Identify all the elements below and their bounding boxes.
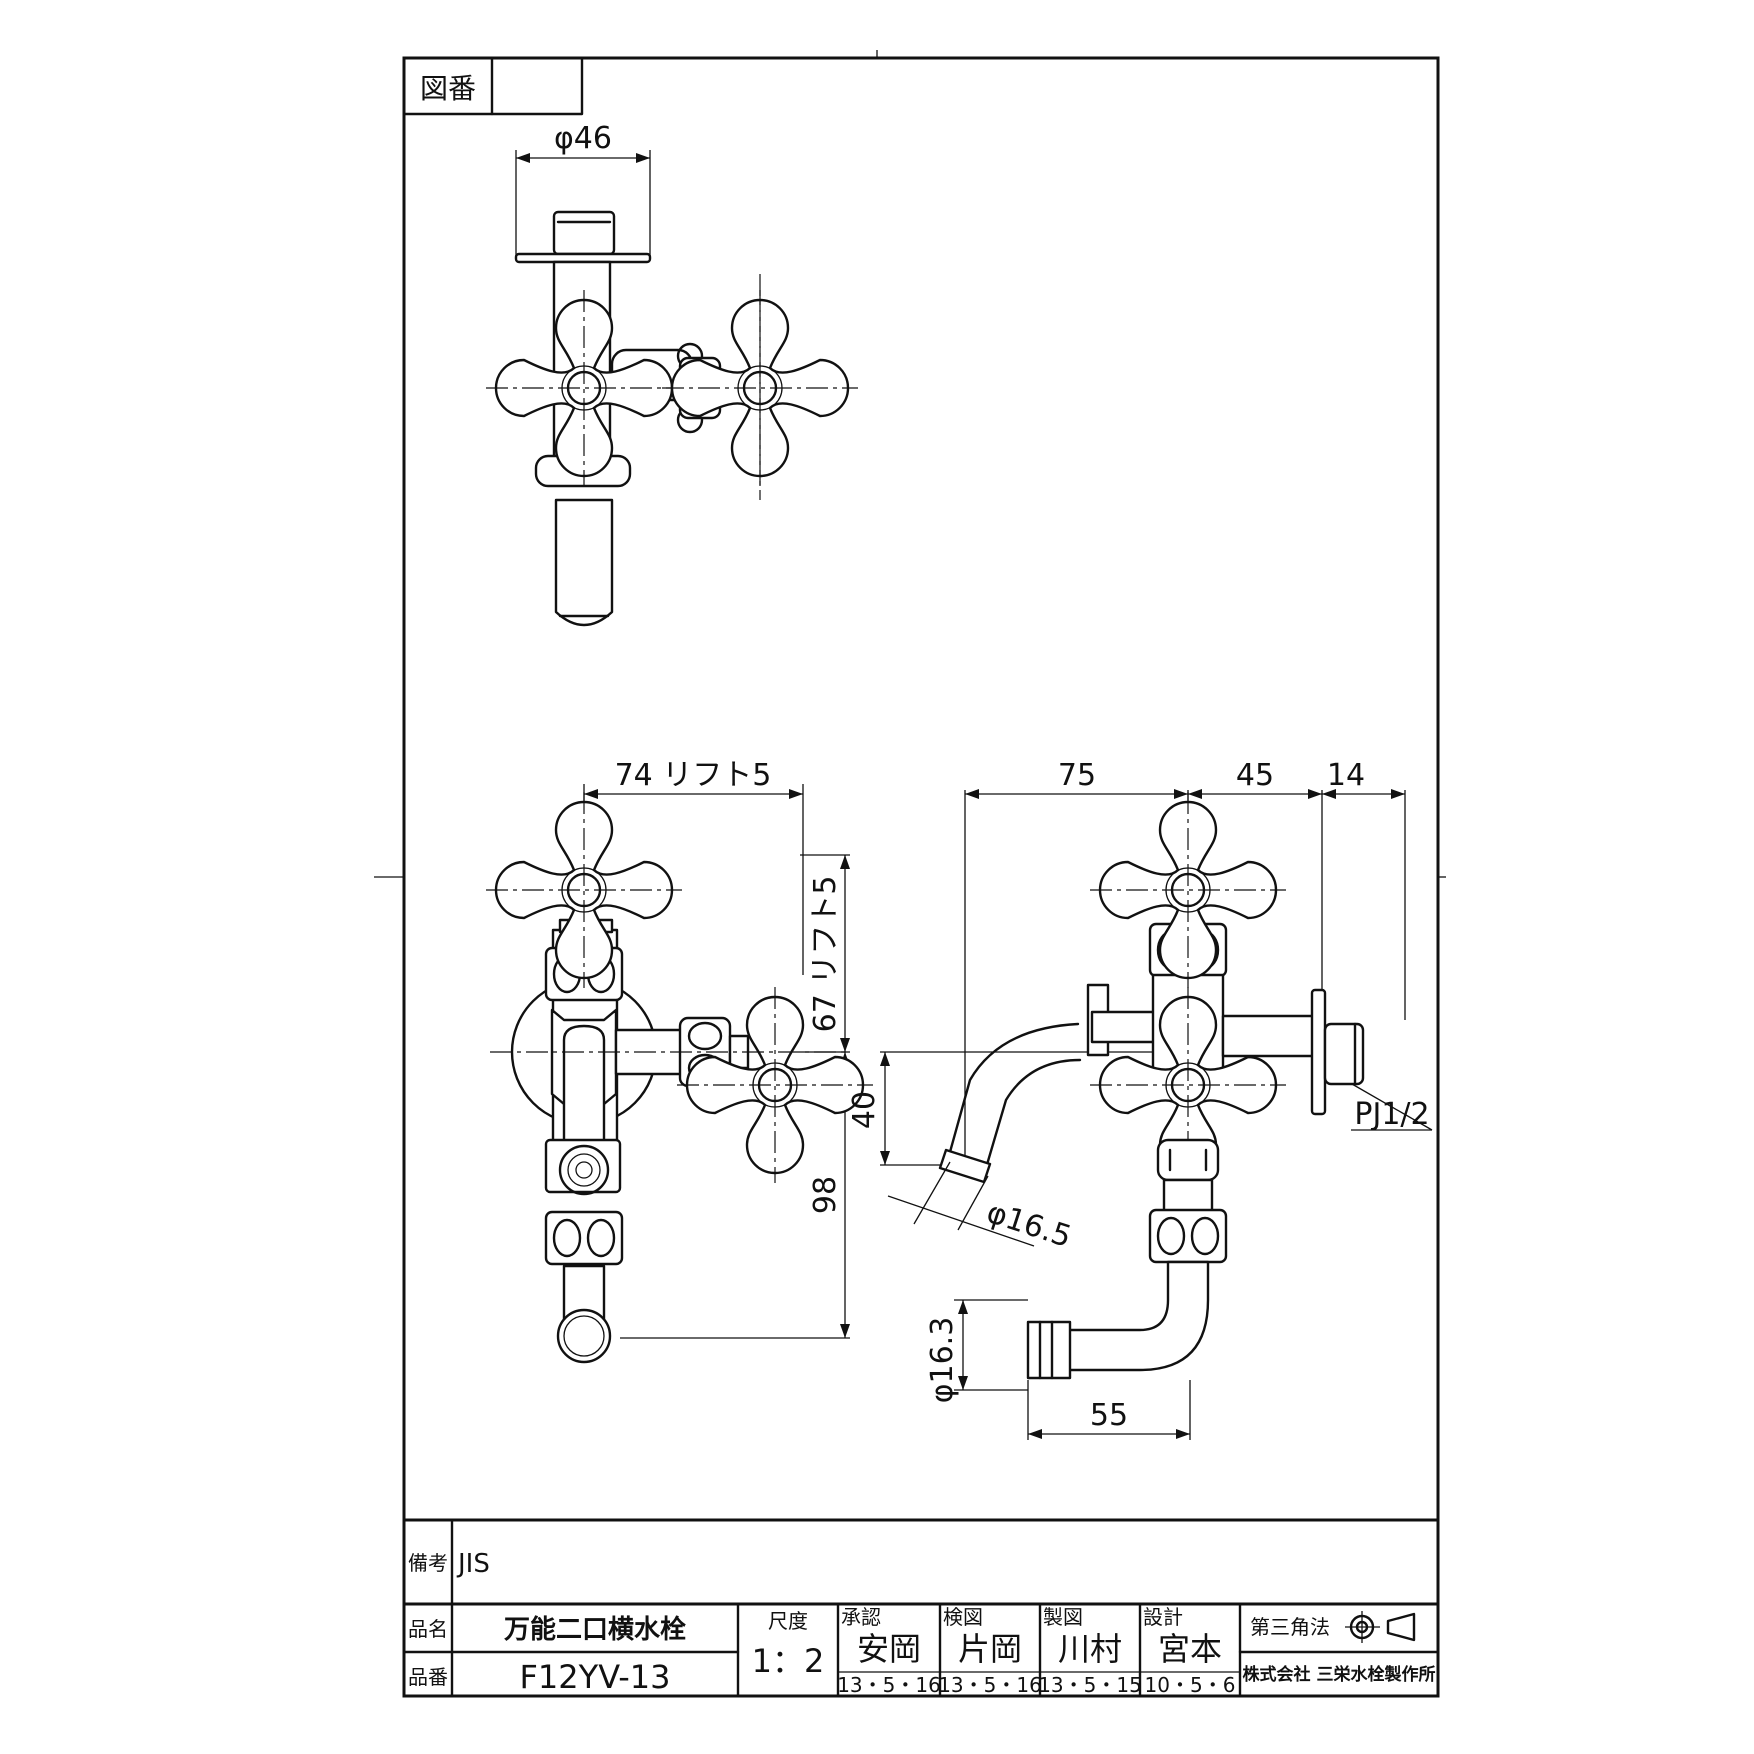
- approval-label: 承認: [841, 1605, 881, 1629]
- scale-value: 1：2: [752, 1642, 825, 1680]
- title-block: 備考 JIS 品名 万能二口横水栓 品番 F12YV-13 尺度 1：2 承認 …: [402, 1518, 1440, 1698]
- design-label: 設計: [1143, 1605, 1183, 1629]
- remarks-label: 備考: [408, 1551, 448, 1575]
- dim-side-drop: 40: [847, 1091, 882, 1129]
- approval-name: 安岡: [857, 1630, 921, 1668]
- projection-label: 第三角法: [1250, 1615, 1330, 1639]
- company-name: 株式会社 三栄水栓製作所: [1243, 1664, 1436, 1685]
- dim-upper-hose: φ16.5: [982, 1195, 1075, 1255]
- dim-side-width-a: 75: [1058, 758, 1096, 793]
- third-angle-projection-icon: [1345, 1611, 1416, 1643]
- check-date: 13・5・16: [938, 1673, 1042, 1697]
- product-name-label: 品名: [408, 1617, 448, 1641]
- dim-lower-length: 55: [1090, 1398, 1128, 1433]
- dim-side-width-c: 14: [1327, 758, 1365, 793]
- remarks-value: JIS: [456, 1549, 490, 1579]
- dim-thread: PJ1/2: [1354, 1097, 1429, 1132]
- dim-side-width-b: 45: [1236, 758, 1274, 793]
- dim-front-height: 67 リフト5: [808, 876, 843, 1033]
- dim-top-diameter: φ46: [554, 121, 612, 156]
- product-number-label: 品番: [408, 1665, 448, 1689]
- design-name: 宮本: [1158, 1630, 1222, 1668]
- front-view: 74 リフト5 67 リフト5 98: [484, 758, 875, 1364]
- drawn-label: 製図: [1043, 1605, 1083, 1629]
- scale-label: 尺度: [768, 1609, 808, 1633]
- approval-date: 13・5・16: [837, 1673, 941, 1697]
- drawn-name: 川村: [1058, 1630, 1122, 1668]
- drawn-date: 13・5・15: [1038, 1673, 1142, 1697]
- dim-lower-hose: φ16.3: [925, 1317, 960, 1404]
- check-name: 片岡: [958, 1630, 1022, 1668]
- product-number: F12YV-13: [520, 1658, 671, 1696]
- dim-front-width: 74 リフト5: [615, 758, 772, 793]
- design-date: 10・5・6: [1145, 1673, 1236, 1697]
- drawing-number-label: 図番: [420, 72, 476, 105]
- dim-front-total: 98: [808, 1176, 843, 1214]
- top-view: φ46: [484, 121, 860, 627]
- side-view: 75 45 14 40 φ16.5: [847, 758, 1433, 1440]
- product-name: 万能二口横水栓: [504, 1614, 686, 1645]
- check-label: 検図: [943, 1605, 983, 1629]
